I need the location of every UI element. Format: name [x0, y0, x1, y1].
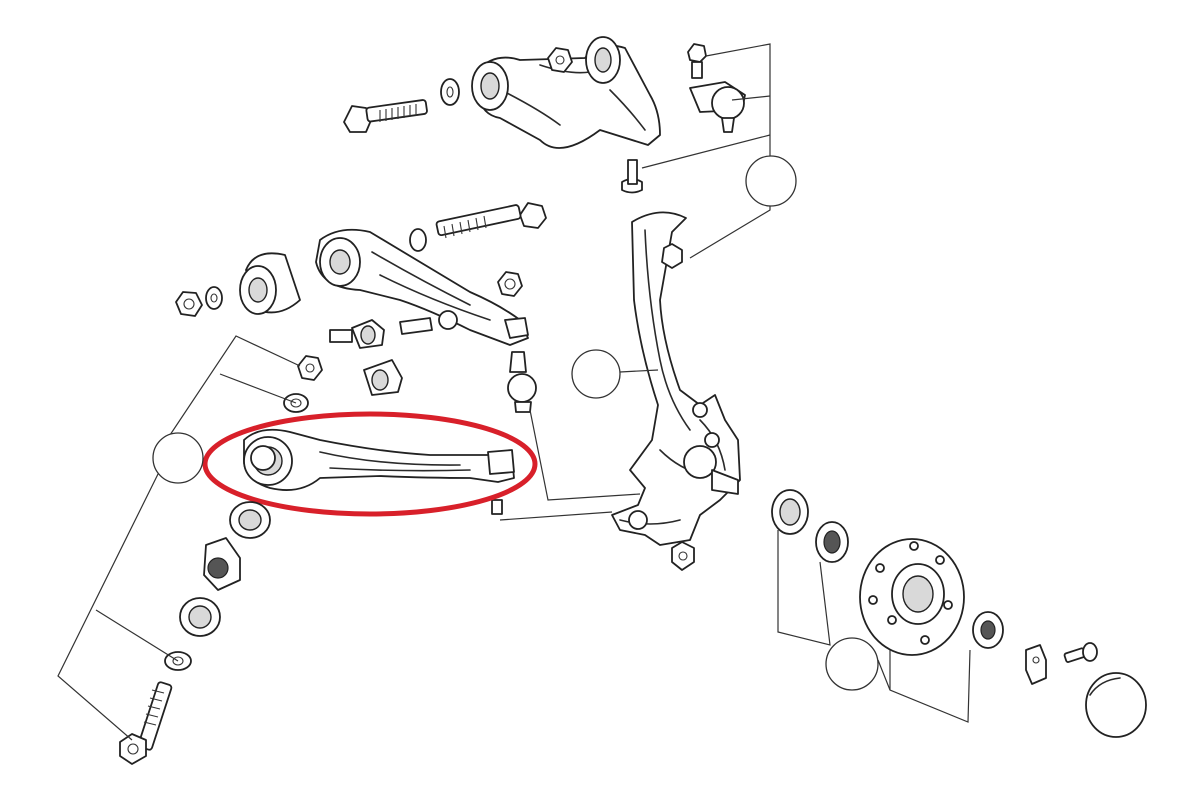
thrust-rod-arm	[315, 228, 529, 346]
upper-arm-bolt	[343, 99, 428, 133]
hub-screw	[1063, 642, 1098, 663]
thrust-rod-washer-left	[205, 286, 223, 310]
thrust-rod-nut-right	[497, 271, 523, 297]
thrust-rod-nut-left	[175, 291, 203, 317]
lower-front-arm-assembly	[175, 202, 547, 396]
highlight-ellipse	[202, 411, 538, 517]
thrust-rod-bolt	[409, 202, 547, 252]
upper-ball-joint	[687, 43, 746, 133]
wheel-hub-assembly	[771, 489, 1147, 738]
callout-circle-lower-arm	[152, 432, 204, 484]
wheel-hub-flange	[859, 538, 965, 656]
upper-arm-washer	[440, 78, 460, 106]
thrust-rod-small-bushings	[329, 317, 433, 396]
callout-circle-upper	[745, 155, 797, 207]
hub-clip	[1025, 644, 1047, 685]
knuckle-upper-nut	[661, 243, 683, 269]
lower-arm-long-bolt	[119, 681, 173, 765]
upper-control-arm-assembly	[343, 36, 746, 194]
upper-arm-nut	[547, 47, 573, 73]
hub-dust-cap	[1085, 672, 1147, 738]
knuckle-lower-nut	[671, 541, 695, 571]
callout-circles	[152, 155, 879, 691]
steering-knuckle	[611, 211, 741, 571]
leader-lines	[57, 43, 971, 741]
lower-control-arm	[243, 428, 515, 491]
upper-arm-screw	[621, 159, 643, 194]
thrust-rod-bushing-large	[239, 252, 301, 315]
lower-arm-hardware-stack	[119, 355, 323, 765]
lower-ball-joint	[507, 351, 537, 413]
callout-circle-knuckle	[571, 349, 621, 399]
callout-circle-hub	[825, 637, 879, 691]
highlighted-lower-control-arm	[202, 411, 538, 517]
